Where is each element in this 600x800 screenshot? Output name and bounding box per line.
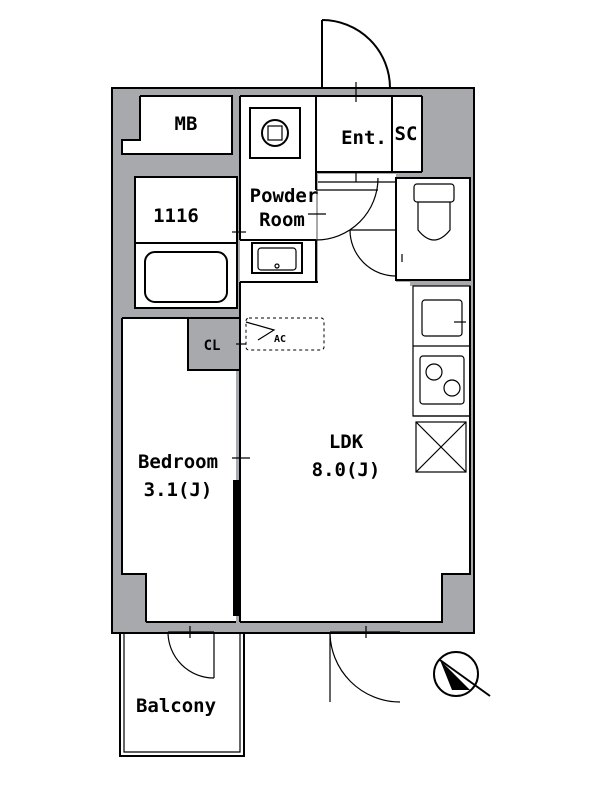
- bedroom-size: 3.1(J): [144, 479, 213, 501]
- ldk-label: LDK: [329, 431, 364, 453]
- ac-label: AC: [274, 334, 286, 345]
- toilet-icon: [413, 183, 455, 241]
- bath-label: 1116: [153, 205, 199, 227]
- washbasin-icon: [251, 242, 303, 274]
- refrigerator-space-icon: [415, 421, 467, 473]
- ldk-balcony-door[interactable]: [329, 626, 401, 703]
- bedroom-balcony-door[interactable]: [167, 626, 215, 679]
- doors: [167, 19, 403, 703]
- ldk-size: 8.0(J): [312, 459, 381, 481]
- ac-unit: [245, 317, 325, 351]
- powder-room-label-line1: Powder: [250, 185, 319, 207]
- closet-label: CL: [204, 338, 221, 354]
- wall-lines: [111, 87, 475, 757]
- mb-label: MB: [175, 113, 198, 135]
- powder-room-label-line2: Room: [259, 209, 305, 231]
- powder-room-door[interactable]: [308, 177, 379, 241]
- toilet-door[interactable]: [349, 229, 403, 277]
- washing-machine-pan-icon: [249, 107, 301, 159]
- bedroom-label: Bedroom: [138, 451, 218, 473]
- entrance-label: Ent.: [341, 127, 387, 149]
- entrance-door[interactable]: [321, 19, 391, 102]
- stove-icon: [419, 355, 465, 405]
- fixtures: [144, 107, 467, 473]
- north-compass-icon: [433, 651, 491, 697]
- sc-label: SC: [395, 123, 418, 145]
- bathtub-icon: [144, 251, 228, 303]
- kitchen-sink-icon: [421, 299, 466, 337]
- balcony-label: Balcony: [136, 695, 216, 717]
